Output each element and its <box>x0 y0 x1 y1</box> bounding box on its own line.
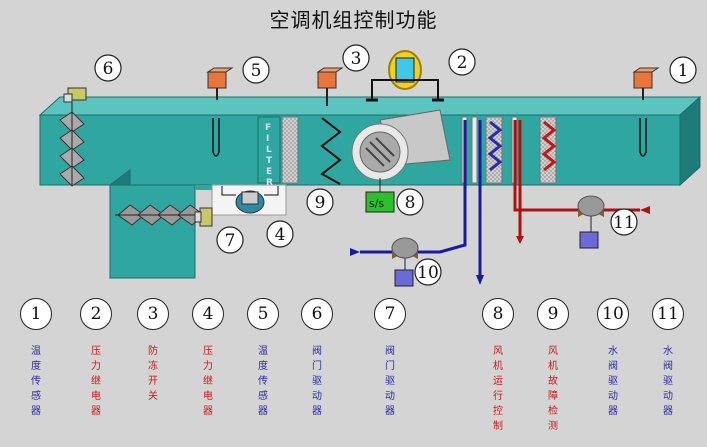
callout-number: 4 <box>275 225 286 245</box>
legend-description: 风机故障检测 <box>548 346 558 432</box>
legend-description: 阀门驱动器 <box>312 346 322 417</box>
callout-number: 7 <box>225 231 236 251</box>
hot-water-valve <box>577 195 605 249</box>
legend-number: 5 <box>247 298 279 330</box>
legend-description: 水阀驱动器 <box>663 346 673 417</box>
callout-5: 5 <box>242 56 270 84</box>
callout-circle <box>216 226 244 254</box>
callout-circle <box>414 258 442 286</box>
legend-item-1: 1 温度传感器 <box>16 298 56 419</box>
legend-number: 11 <box>652 298 684 330</box>
legend-item-7: 7 阀门驱动器 <box>370 298 410 419</box>
filter-letter: L <box>266 145 272 155</box>
damper-actuator-7 <box>194 207 213 227</box>
filter-letter: I <box>266 134 269 144</box>
legend-description: 温度传感器 <box>31 346 41 417</box>
callout-circle <box>94 54 122 82</box>
diagram-title: 空调机组控制功能 <box>269 8 438 32</box>
callout-11: 11 <box>610 208 638 236</box>
antifreeze-switch-3 <box>316 67 344 106</box>
legend-item-2: 2 压力继电器 <box>76 298 116 419</box>
legend-number: 9 <box>537 298 569 330</box>
callout-2: 2 <box>448 48 476 76</box>
legend-item-9: 9 风机故障检测 <box>533 298 573 434</box>
filter-letter: T <box>266 156 273 166</box>
hot-arrow-out <box>516 236 524 244</box>
pressure-relay-2 <box>366 50 444 102</box>
callout-circle <box>610 208 638 236</box>
legend-description: 水阀驱动器 <box>608 346 618 417</box>
return-duct <box>109 184 196 279</box>
callout-circle <box>448 48 476 76</box>
callout-circle <box>306 188 334 216</box>
legend-item-8: 8 风机运行控制 <box>478 298 518 434</box>
callout-number: 6 <box>103 59 114 79</box>
legend-item-10: 10 水阀驱动器 <box>593 298 633 419</box>
callout-circle <box>242 56 270 84</box>
legend-number: 4 <box>192 298 224 330</box>
legend-number: 7 <box>374 298 406 330</box>
temperature-sensor-5 <box>206 67 234 157</box>
temperature-sensor-1 <box>632 67 660 157</box>
legend-description: 压力继电器 <box>91 346 101 417</box>
callout-number: 1 <box>678 61 689 81</box>
cold-arrow-out <box>476 275 484 285</box>
legend-item-6: 6 阀门驱动器 <box>297 298 337 419</box>
filter-letter: E <box>266 167 272 177</box>
callout-circle <box>342 44 370 72</box>
cold-arrow-in <box>350 248 360 256</box>
legend-number: 10 <box>597 298 629 330</box>
callout-number: 3 <box>351 49 362 69</box>
callout-3: 3 <box>342 44 370 72</box>
callout-7: 7 <box>216 226 244 254</box>
filter-letter: R <box>266 178 273 188</box>
filter-text: F I L T E R <box>265 123 273 188</box>
duct-gap <box>195 185 213 190</box>
legend-number: 6 <box>301 298 333 330</box>
callout-6: 6 <box>94 54 122 82</box>
legend-description: 压力继电器 <box>203 346 213 417</box>
legend-item-5: 5 温度传感器 <box>243 298 283 419</box>
callout-4: 4 <box>266 220 294 248</box>
callout-number: 11 <box>613 213 635 233</box>
callout-number: 2 <box>457 53 468 73</box>
ss-label: s/s <box>369 197 384 210</box>
callout-number: 5 <box>251 61 262 81</box>
legend-description: 防冻开关 <box>148 346 158 402</box>
callout-8: 8 <box>396 188 424 216</box>
callout-circle <box>396 188 424 216</box>
filter-letter: F <box>265 123 271 133</box>
legend-number: 8 <box>482 298 514 330</box>
legend-description: 风机运行控制 <box>493 346 503 432</box>
callout-circle <box>266 220 294 248</box>
legend-item-4: 4 压力继电器 <box>188 298 228 419</box>
ss-switch <box>365 191 395 213</box>
legend-item-3: 3 防冻开关 <box>133 298 173 404</box>
filter-mesh <box>281 116 299 184</box>
callout-10: 10 <box>414 258 442 286</box>
legend-number: 1 <box>20 298 52 330</box>
legend-number: 3 <box>137 298 169 330</box>
callout-number: 9 <box>315 193 326 213</box>
legend-description: 温度传感器 <box>258 346 268 417</box>
callout-9: 9 <box>306 188 334 216</box>
fresh-air-damper <box>59 100 85 187</box>
supply-fan <box>351 109 451 181</box>
damper-actuator-6 <box>63 87 87 103</box>
pressure-relay-4 <box>221 186 279 214</box>
legend-description: 阀门驱动器 <box>385 346 395 417</box>
hot-arrow-in <box>640 206 650 214</box>
antifreeze-coil <box>320 117 342 185</box>
legend-number: 2 <box>80 298 112 330</box>
duct-end <box>679 95 701 187</box>
cold-water-valve <box>391 237 419 287</box>
filter <box>257 116 281 184</box>
legend-item-11: 11 水阀驱动器 <box>648 298 688 419</box>
callout-number: 8 <box>405 193 416 213</box>
callout-circle <box>669 56 697 84</box>
callouts: 1 2 3 4 5 6 7 8 9 10 11 <box>94 44 697 286</box>
callout-number: 10 <box>417 263 439 283</box>
callout-1: 1 <box>669 56 697 84</box>
